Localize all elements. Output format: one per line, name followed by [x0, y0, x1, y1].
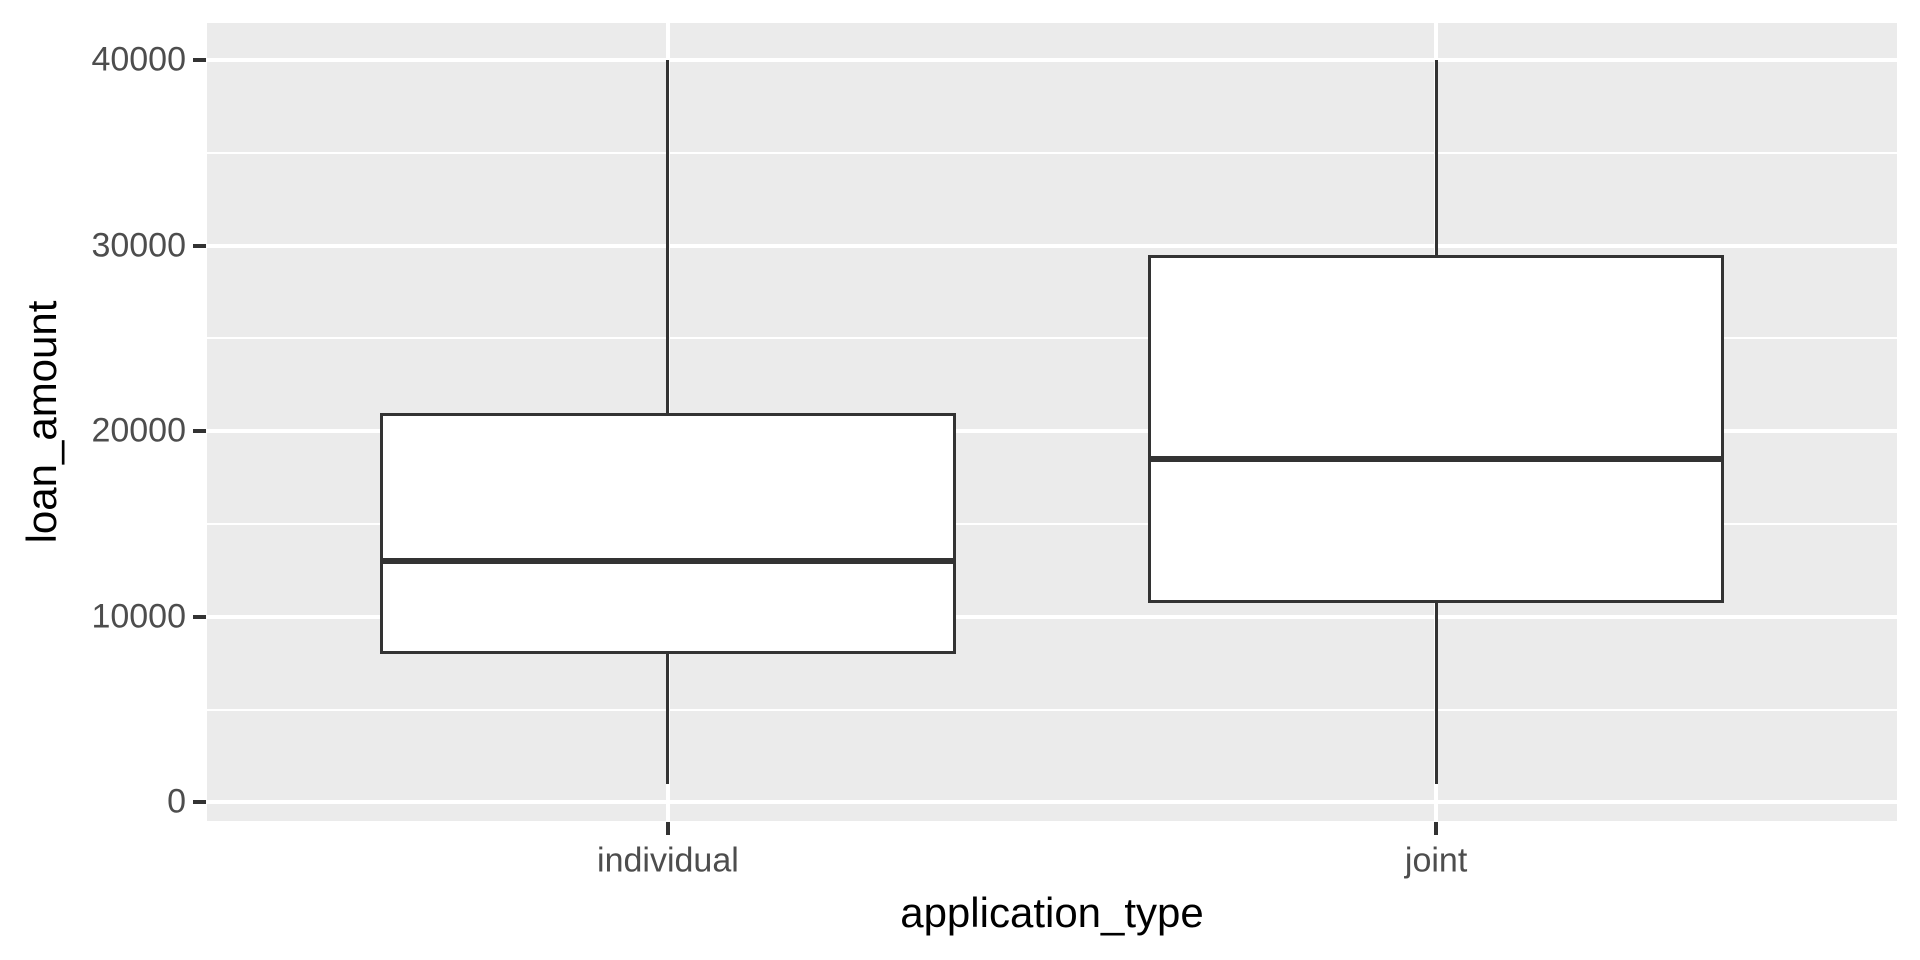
upper-whisker-joint — [1434, 60, 1438, 255]
y-minor-gridline — [207, 337, 1897, 340]
y-minor-gridline — [207, 523, 1897, 526]
y-major-gridline — [207, 800, 1897, 805]
y-tick-label: 0 — [167, 782, 186, 821]
y-tick-label: 30000 — [91, 226, 186, 265]
y-tick-label: 10000 — [91, 597, 186, 636]
y-major-gridline — [207, 429, 1897, 434]
y-tick-mark — [193, 614, 206, 619]
y-tick-label: 40000 — [91, 40, 186, 79]
y-tick-mark — [193, 800, 206, 805]
y-minor-gridline — [207, 151, 1897, 154]
x-tick-mark — [665, 822, 670, 835]
x-tick-label-individual: individual — [597, 841, 739, 880]
x-tick-mark — [1434, 822, 1439, 835]
y-minor-gridline — [207, 708, 1897, 711]
y-major-gridline — [207, 58, 1897, 63]
y-axis-title: loan_amount — [18, 300, 65, 544]
x-axis-title: application_type — [900, 889, 1204, 936]
median-line-individual — [379, 558, 956, 565]
lower-whisker-joint — [1434, 602, 1438, 784]
y-tick-mark — [193, 429, 206, 434]
box-individual — [379, 412, 956, 654]
lower-whisker-individual — [666, 653, 670, 784]
y-tick-label: 20000 — [91, 411, 186, 450]
x-tick-label-joint: joint — [1404, 841, 1468, 880]
median-line-joint — [1148, 456, 1725, 463]
y-tick-mark — [193, 243, 206, 248]
y-major-gridline — [207, 243, 1897, 248]
y-major-gridline — [207, 614, 1897, 619]
y-tick-mark — [193, 58, 206, 63]
box-joint — [1148, 254, 1725, 603]
plot-panel — [207, 23, 1897, 821]
upper-whisker-individual — [666, 60, 670, 413]
